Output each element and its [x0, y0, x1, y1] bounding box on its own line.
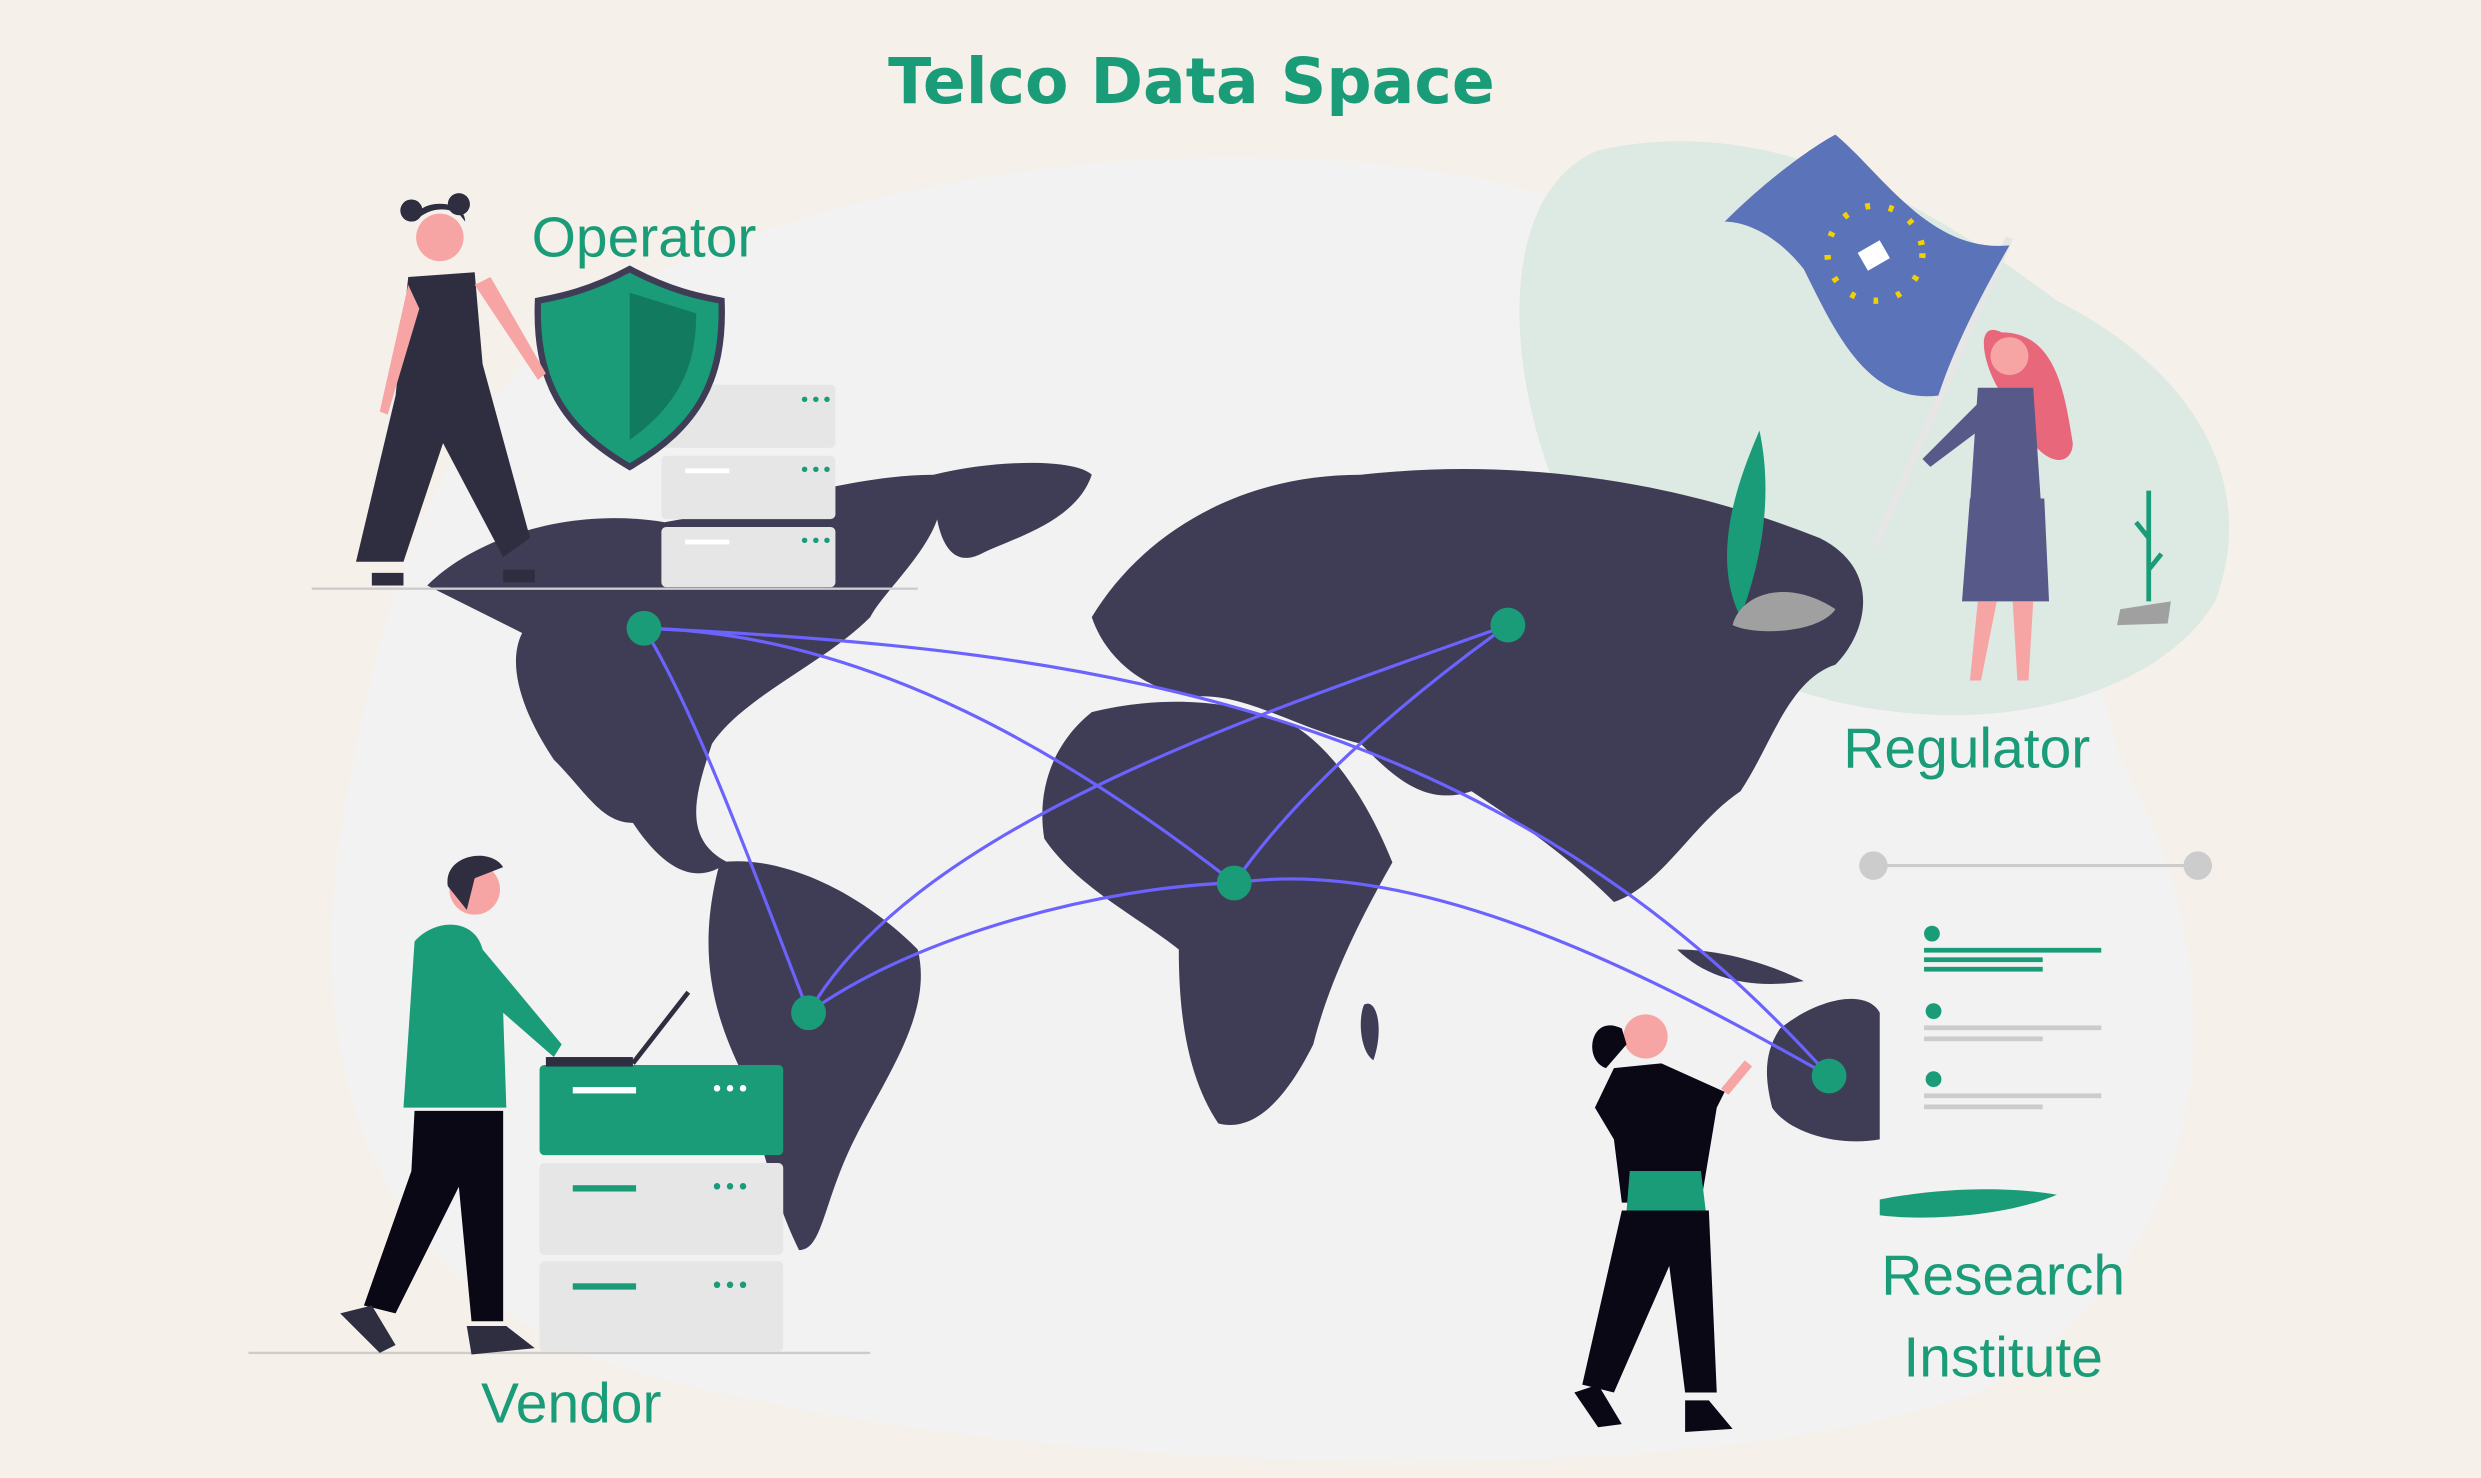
vendor-label: Vendor	[481, 1372, 662, 1436]
madagascar	[1360, 1003, 1379, 1061]
network-nodes	[626, 607, 1847, 1094]
plant-icon	[1727, 430, 1766, 618]
pot	[2117, 601, 2171, 626]
svg-text:•••: •••	[799, 459, 833, 481]
continent-europe-asia	[1091, 469, 1864, 902]
operator-group: ••• ••• ••• Operator	[311, 193, 918, 590]
operator-label: Operator	[532, 205, 757, 269]
link-asia-africa	[1232, 623, 1509, 884]
vendor-group: ••• ••• ••• Vendor	[248, 855, 871, 1436]
research-label-line2: Institute	[1903, 1326, 2102, 1390]
document-icon	[1859, 851, 2213, 1218]
research-person-illustration	[1574, 1014, 1753, 1433]
laptop-icon	[545, 990, 691, 1067]
node-north-america	[626, 610, 662, 646]
greenland	[933, 462, 1092, 558]
link-operator-southamerica	[642, 627, 811, 1014]
node-australia	[1811, 1058, 1847, 1094]
regulator-group: Regulator	[1724, 134, 2171, 780]
regulator-label: Regulator	[1843, 716, 2090, 780]
network-links	[642, 623, 1831, 1078]
regulator-person-illustration	[1922, 329, 2073, 681]
svg-text:•••: •••	[710, 1175, 749, 1201]
vendor-person-illustration	[340, 855, 562, 1355]
node-south-america	[791, 995, 826, 1031]
link-operator-research	[643, 626, 1831, 1078]
server-stack-icon: ••• ••• •••	[539, 1064, 784, 1352]
research-label-line1: Research	[1881, 1243, 2125, 1307]
link-asia-southamerica	[807, 623, 1509, 1014]
link-operator-africa	[643, 626, 1236, 885]
link-southamerica-africa	[807, 881, 1235, 1015]
eu-flag-lock-icon	[1724, 134, 2014, 548]
operator-person-illustration	[356, 193, 546, 586]
svg-text:•••: •••	[710, 1273, 749, 1299]
continent-south-america	[708, 861, 921, 1251]
shield-icon	[534, 265, 725, 471]
diagram-title: Telco Data Space	[888, 44, 1495, 118]
svg-text:•••: •••	[799, 531, 833, 553]
small-plant-icon	[2134, 490, 2164, 602]
link-africa-research	[1233, 877, 1830, 1078]
rock	[1732, 592, 1836, 632]
svg-text:•••: •••	[710, 1077, 749, 1103]
node-africa	[1216, 865, 1252, 901]
node-asia	[1490, 607, 1526, 643]
research-institute-group: Research Institute	[1574, 851, 2213, 1433]
svg-text:•••: •••	[799, 390, 833, 412]
